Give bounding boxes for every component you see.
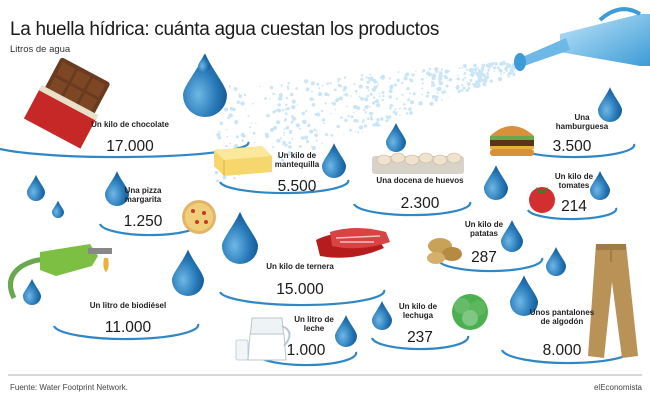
product-label: Una hamburguesa [555,113,609,131]
product-value: 214 [561,198,587,215]
product-value: 8.000 [542,342,582,359]
product-label: Un kilo de patatas [464,220,504,238]
water-drop-icon [172,249,204,296]
brand-logo: elEconomista [593,383,642,392]
water-drop-icon [386,123,406,152]
water-drop-icon [484,165,508,200]
watering-can-icon [514,7,650,71]
product-label: Un kilo de ternera [266,262,334,271]
trousers-icon [588,244,638,358]
value-rings [0,141,636,367]
water-drop-icon [510,275,538,316]
product-value: 237 [407,329,433,346]
butter-icon [214,146,272,176]
page-title: La huella hídrica: cuánta agua cuestan l… [10,19,440,40]
source-note: Fuente: Water Footprint Network. [10,383,128,392]
value-ring [370,335,470,351]
product-label: Un kilo de mantequilla [274,151,320,169]
chocolate-bar-icon [23,57,110,149]
product-value: 15.000 [276,281,324,298]
milk-jug-icon [235,317,291,361]
water-drop-icon [590,171,610,200]
unit-label: Litros de agua [10,44,71,55]
pizza-icon [182,200,216,234]
water-drop-icon [183,53,227,117]
value-ring [526,207,618,221]
beef-icon [316,228,390,258]
product-label: Un kilo de chocolate [91,120,169,129]
water-drop-icon [322,143,346,178]
product-value: 1.000 [286,342,326,359]
product-value: 3.500 [552,138,592,155]
product-value: 17.000 [106,138,154,155]
product-label: Un kilo de tomates [554,172,594,190]
water-drops [23,53,622,347]
water-spray [214,60,517,183]
water-drop-icon [222,211,258,264]
value-ring [218,289,386,307]
eggs-icon [372,152,464,174]
water-drop-icon [501,220,523,252]
product-label: Unos pantalones de algodón [529,308,595,326]
value-ring [52,323,200,341]
fuel-nozzle-icon [7,244,112,300]
product-label: Un litro de biodiésel [89,301,167,310]
hamburger-icon [490,126,534,156]
product-value: 1.250 [123,213,163,230]
product-value: 5.500 [277,178,317,195]
tomato-icon [529,187,555,213]
water-drop-icon [52,200,64,218]
product-label: Una pizza margarita [124,186,162,204]
water-drop-icon [335,315,357,347]
value-ring [352,201,472,217]
water-drop-icon [372,301,392,330]
value-ring [436,257,544,273]
water-drop-icon [598,87,622,122]
product-label: Un kilo de lechuga [398,302,438,320]
product-label: Una docena de huevos [376,176,464,185]
water-drop-icon [546,247,566,276]
water-drop-icon [23,278,41,305]
product-value: 11.000 [104,319,152,336]
product-value: 287 [471,249,497,266]
lettuce-icon [452,294,488,330]
potatoes-icon [427,238,462,264]
water-drop-icon [198,54,210,72]
water-drop-icon [105,171,129,206]
product-label: Un litro de leche [294,315,334,333]
water-drop-icon [27,174,45,201]
product-value: 2.300 [400,195,440,212]
value-ring [218,179,350,195]
